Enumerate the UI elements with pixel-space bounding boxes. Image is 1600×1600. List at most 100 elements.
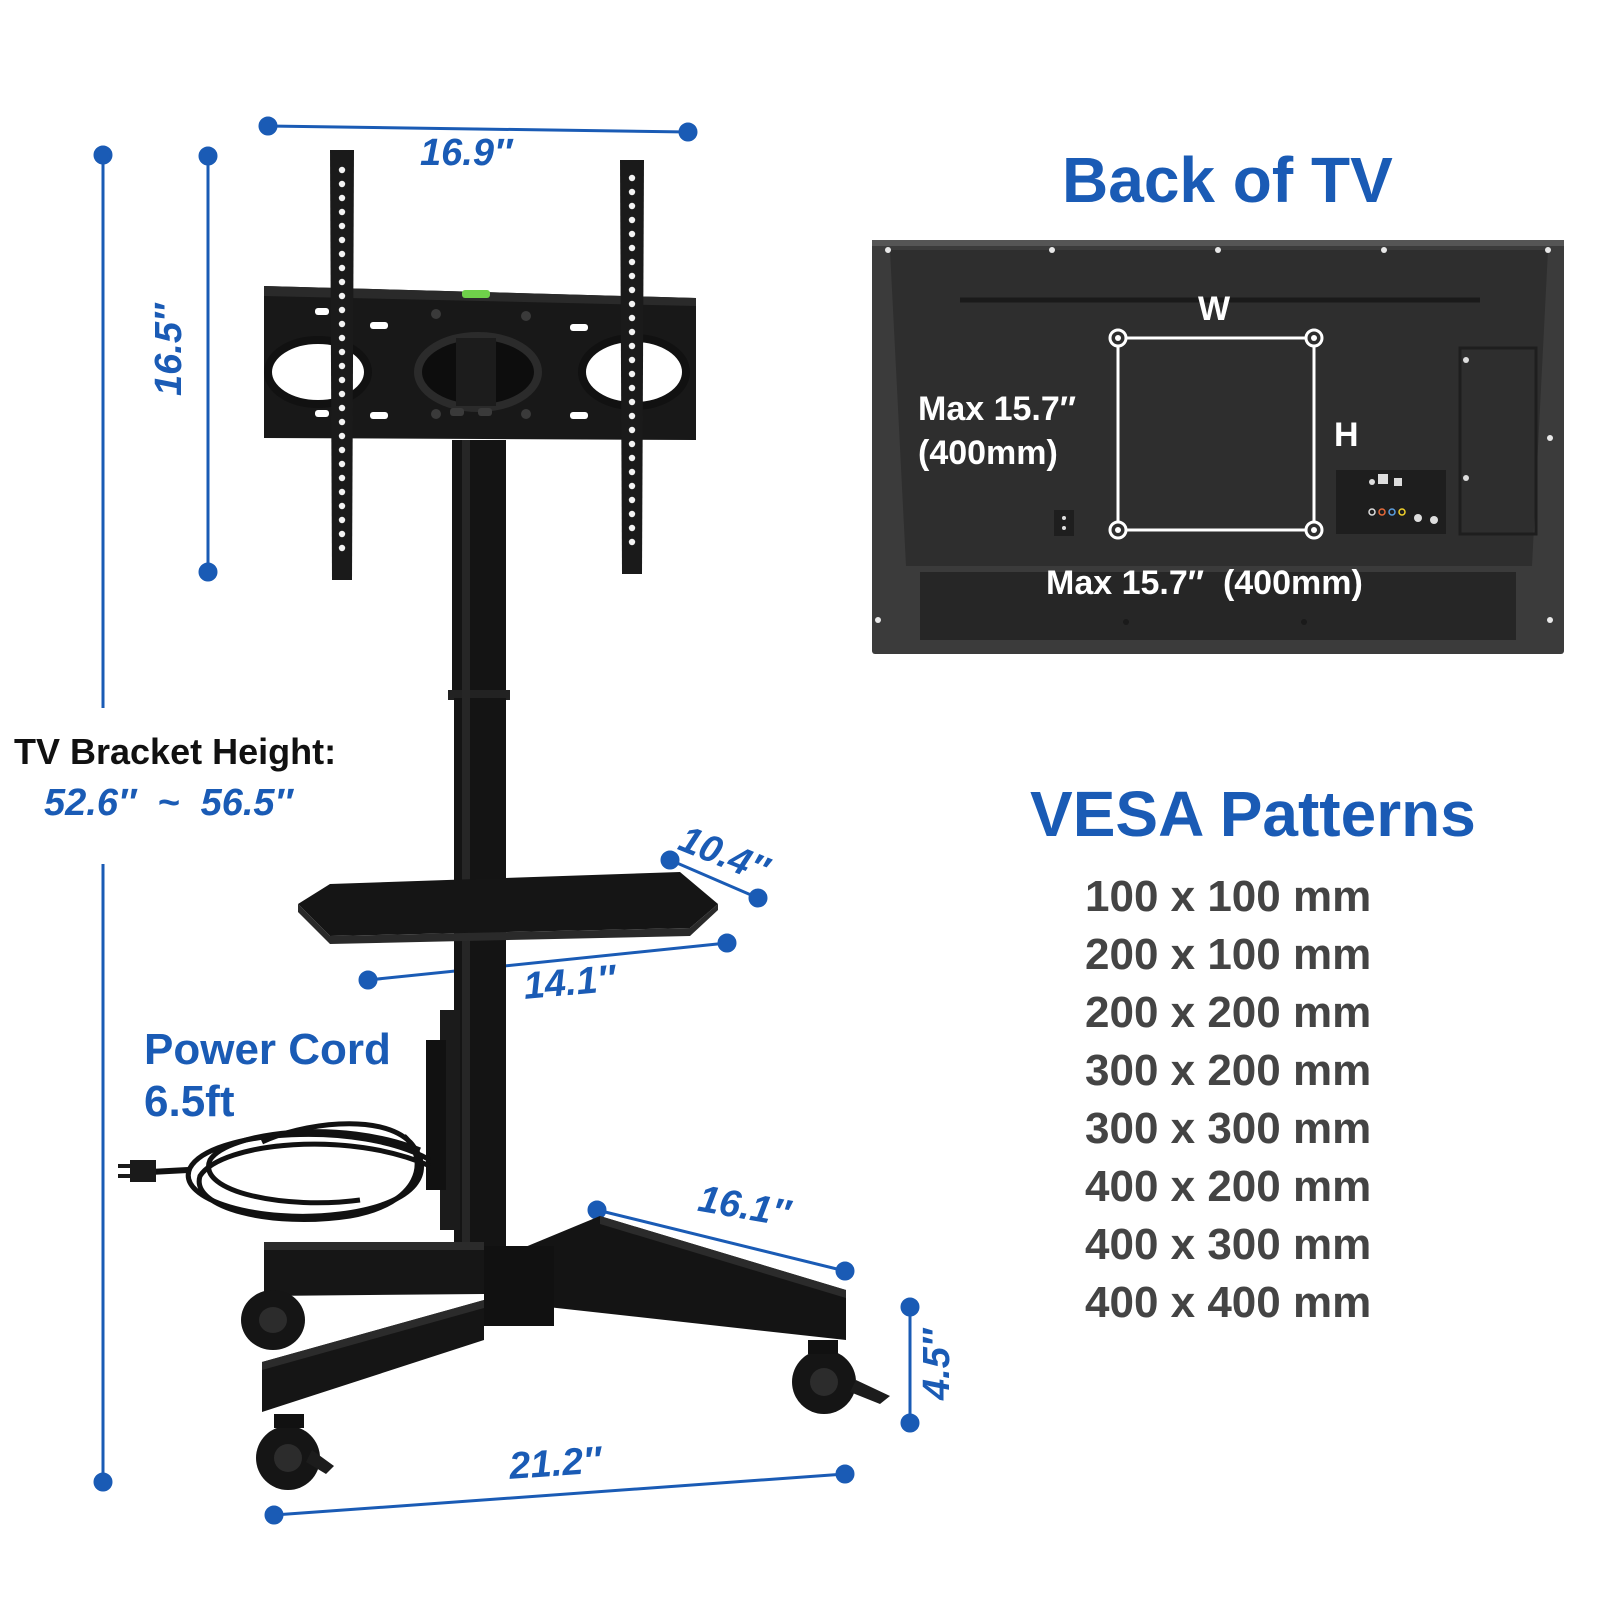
back-of-tv-title: Back of TV [1062,144,1393,216]
dim-line-wheel-height [900,1297,920,1433]
dim-line-total-height [93,145,113,1492]
bracket-hole [628,412,636,420]
bracket-hole [338,390,346,398]
bracket-hole [628,426,636,434]
bracket-hole [628,398,636,406]
dim-line-bracket-width [258,116,698,142]
bracket-hole [338,292,346,300]
bracket-hole [628,454,636,462]
bracket-hole [628,188,636,196]
dim-line-shelf-width [358,933,737,990]
bracket-hole [338,530,346,538]
label-bracket-height: 16.5″ [148,303,190,396]
dim-line-base-width [264,1464,855,1525]
bracket-hole [338,432,346,440]
bracket-hole [628,468,636,476]
bracket-hole [338,446,346,454]
bracket-hole [628,370,636,378]
bracket-hole [338,362,346,370]
bracket-hole [338,418,346,426]
label-bracket-height-range: 52.6″ ~ 56.5″ [44,782,293,824]
label-shelf-width: 14.1″ [521,957,618,1008]
vesa-pattern-item: 400 x 300 mm [1085,1220,1372,1269]
bracket-hole [338,334,346,342]
bracket-hole [338,278,346,286]
bracket-arm-right [620,160,644,574]
bracket-hole [338,474,346,482]
bracket-hole [628,356,636,364]
bracket-hole [338,376,346,384]
bracket-hole [338,236,346,244]
vesa-pattern-item: 400 x 200 mm [1085,1162,1372,1211]
bracket-hole [338,208,346,216]
label-power-cord: Power Cord [144,1025,391,1074]
tv-power-socket-icon [1054,510,1074,536]
bracket-hole [338,222,346,230]
label-bracket-width: 16.9″ [420,132,513,174]
vesa-patterns-title: VESA Patterns [1030,778,1476,850]
bracket-hole [338,180,346,188]
vesa-pattern-item: 200 x 200 mm [1085,988,1372,1037]
dim-line-shelf-depth [660,850,768,908]
shelf [298,872,718,944]
label-power-cord-length: 6.5ft [144,1077,235,1126]
vesa-pattern-item: 100 x 100 mm [1085,872,1372,921]
bracket-hole [338,194,346,202]
bracket-hole [628,482,636,490]
bracket-hole [628,342,636,350]
power-plug [118,1160,156,1182]
max-width-label: Max 15.7″ (400mm) [1046,564,1363,602]
tv-back-panel [872,240,1564,654]
bracket-hole [628,244,636,252]
bracket-hole [628,300,636,308]
dim-line-base-leg [587,1200,855,1281]
bracket-hole [628,524,636,532]
bracket-hole [338,502,346,510]
bracket-hole [338,404,346,412]
bracket-hole [338,348,346,356]
vesa-pattern-item: 200 x 100 mm [1085,930,1372,979]
vesa-patterns-list: 100 x 100 mm 200 x 100 mm 200 x 200 mm 3… [1085,868,1445,1332]
dim-line-bracket-height [198,146,218,582]
bracket-hole [338,166,346,174]
label-bracket-height-title: TV Bracket Height: [14,731,337,772]
bracket-hole [338,516,346,524]
tv-stand [118,150,890,1490]
bracket-hole [338,320,346,328]
bracket-hole [628,384,636,392]
base-legs [262,1216,846,1412]
max-height-label: Max 15.7″ [918,390,1077,428]
vesa-pattern-item: 300 x 200 mm [1085,1046,1372,1095]
bracket-hole [628,538,636,546]
bracket-hole [628,230,636,238]
label-wheel-height: 4.5″ [916,1328,958,1400]
bracket-hole [628,286,636,294]
vesa-height-label: H [1334,416,1359,454]
bracket-hole [338,544,346,552]
bracket-hole [338,460,346,468]
bracket-hole [628,272,636,280]
bracket-hole [628,258,636,266]
label-base-width: 21.2″ [507,1439,603,1488]
stand-pole [448,440,510,1258]
caster-wheels [241,1290,890,1490]
bracket-hole [628,440,636,448]
bracket-hole [628,328,636,336]
bracket-hole [628,496,636,504]
bracket-hole [338,306,346,314]
bracket-hole [628,202,636,210]
bracket-hole [338,264,346,272]
max-height-mm-label: (400mm) [918,434,1058,472]
bracket-hole [338,250,346,258]
vesa-mount-rectangle [1108,328,1324,540]
power-cord-coil [149,1121,432,1223]
bracket-hole [338,488,346,496]
tv-port-icons [1368,474,1438,524]
vesa-pattern-item: 300 x 300 mm [1085,1104,1372,1153]
vesa-pattern-item: 400 x 400 mm [1085,1278,1372,1327]
bracket-hole [628,510,636,518]
power-strip [426,1010,460,1230]
bracket-hole [628,314,636,322]
